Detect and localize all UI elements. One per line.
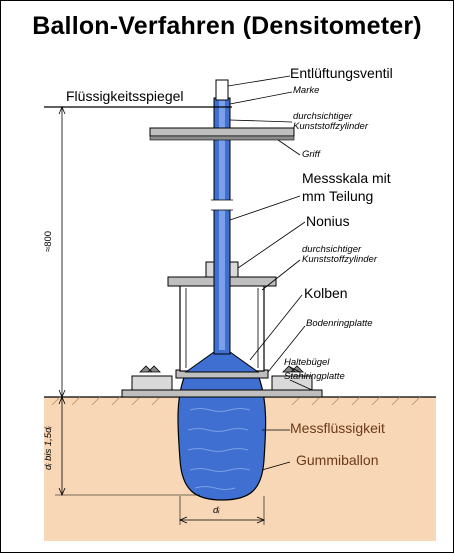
ring-left [131,375,173,391]
leader-lines [227,75,313,471]
label-vent-valve: Entlüftungsventil [290,65,393,81]
label-lower-cylinder: durchsichtiger Kunststoffzylinder [302,244,377,265]
label-handle: Griff [302,149,320,160]
label-dim-di: dᵢ [213,505,220,516]
handle [149,127,295,137]
label-piston: Kolben [304,285,348,301]
steel-ring-plate [121,389,323,398]
label-upper-cylinder: durchsichtiger Kunststoffzylinder [293,111,368,132]
page-title: Ballon-Verfahren (Densitometer) [32,12,422,40]
label-liquid-level: Flüssigkeitsspiegel [66,88,184,104]
label-measuring-scale: Messskala mit mm Teilung [302,170,391,204]
tube-highlight [219,100,225,350]
liquid-ripples [187,408,251,490]
label-measuring-liquid: Messflüssigkeit [290,420,385,436]
tube-break [211,200,233,210]
label-vernier: Nonius [306,213,350,229]
vent-valve [215,79,229,101]
holding-clamp-left [139,365,161,373]
label-steel-ring-plate: Stahlringplatte [284,371,345,382]
label-mark: Marke [293,85,320,96]
label-bottom-ring-plate: Bodenringplatte [306,318,373,329]
label-holding-clamp: Haltebügel [284,357,330,368]
soil-hatching [51,396,421,406]
label-rubber-balloon: Gummiballon [296,452,379,468]
label-dim-800: ≈800 [43,230,54,252]
ring-right [271,375,313,391]
label-dim-depth: dᵢ bis 1,5dᵢ [43,426,54,470]
